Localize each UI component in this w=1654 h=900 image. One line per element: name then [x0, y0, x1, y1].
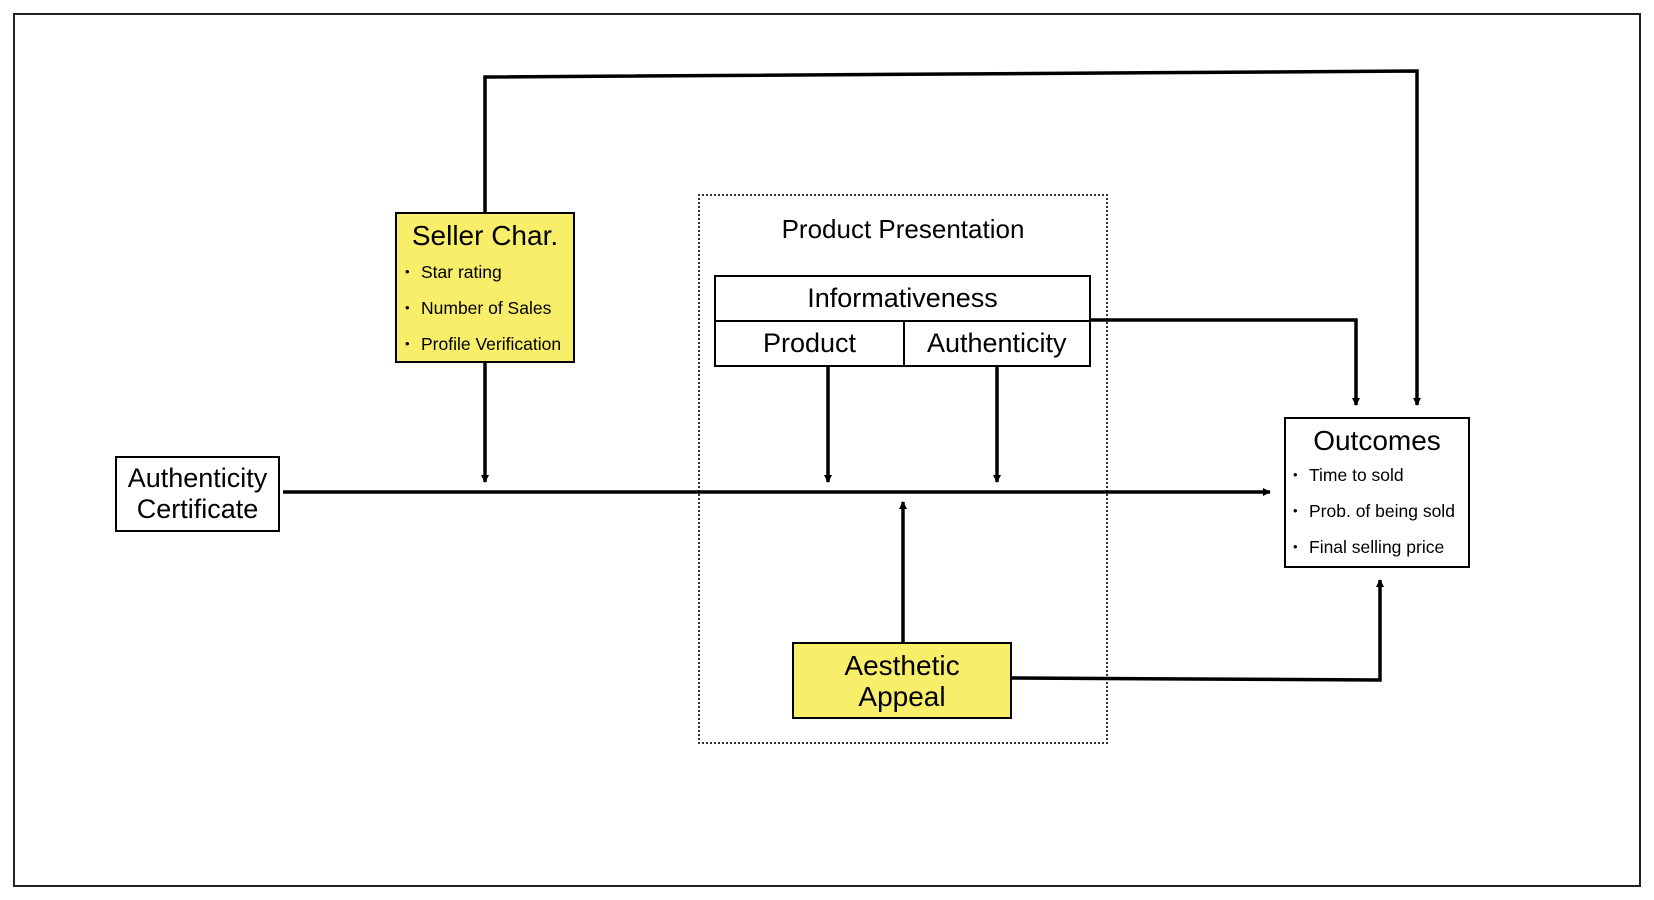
seller-item-profile-verification: Profile Verification: [405, 326, 573, 362]
aesthetic-appeal-line2: Appeal: [858, 680, 946, 712]
outcome-item-prob-being-sold: Prob. of being sold: [1293, 493, 1468, 529]
informativeness-product-label: Product: [762, 327, 857, 358]
outcome-item-time-to-sold: Time to sold: [1293, 457, 1468, 493]
authenticity-certificate-box: Authenticity Certificate: [115, 456, 280, 532]
authenticity-certificate-line1: Authenticity: [127, 463, 268, 493]
informativeness-authenticity-label: Authenticity: [926, 327, 1067, 358]
seller-item-star-rating: Star rating: [405, 254, 573, 290]
seller-characteristics-box: Seller Char. Star rating Number of Sales…: [395, 212, 575, 363]
arrow-seller-to-outcomes: [483, 69, 1421, 406]
product-presentation-title: Product Presentation: [781, 214, 1025, 244]
outcomes-title: Outcomes: [1313, 425, 1441, 456]
authenticity-certificate-line2: Certificate: [136, 494, 259, 524]
aesthetic-appeal-box: Aesthetic Appeal: [792, 642, 1012, 719]
diagram-frame: [13, 13, 1641, 887]
informativeness-product-cell: Product: [714, 319, 905, 367]
informativeness-box: Informativeness: [714, 275, 1091, 322]
outcome-item-final-selling-price: Final selling price: [1293, 529, 1468, 565]
outcomes-box: Outcomes Time to sold Prob. of being sol…: [1284, 417, 1470, 568]
seller-characteristics-list: Star rating Number of Sales Profile Veri…: [405, 254, 573, 362]
arrow-informativeness-to-outcomes: [1090, 318, 1360, 406]
arrow-aesthetic-to-outcomes: [1011, 579, 1384, 682]
informativeness-title: Informativeness: [807, 283, 998, 313]
product-presentation-group: [698, 194, 1108, 744]
aesthetic-appeal-line1: Aesthetic: [844, 649, 960, 681]
informativeness-authenticity-cell: Authenticity: [902, 319, 1091, 367]
seller-characteristics-title: Seller Char.: [411, 220, 559, 251]
seller-item-number-of-sales: Number of Sales: [405, 290, 573, 326]
outcomes-list: Time to sold Prob. of being sold Final s…: [1293, 457, 1468, 565]
